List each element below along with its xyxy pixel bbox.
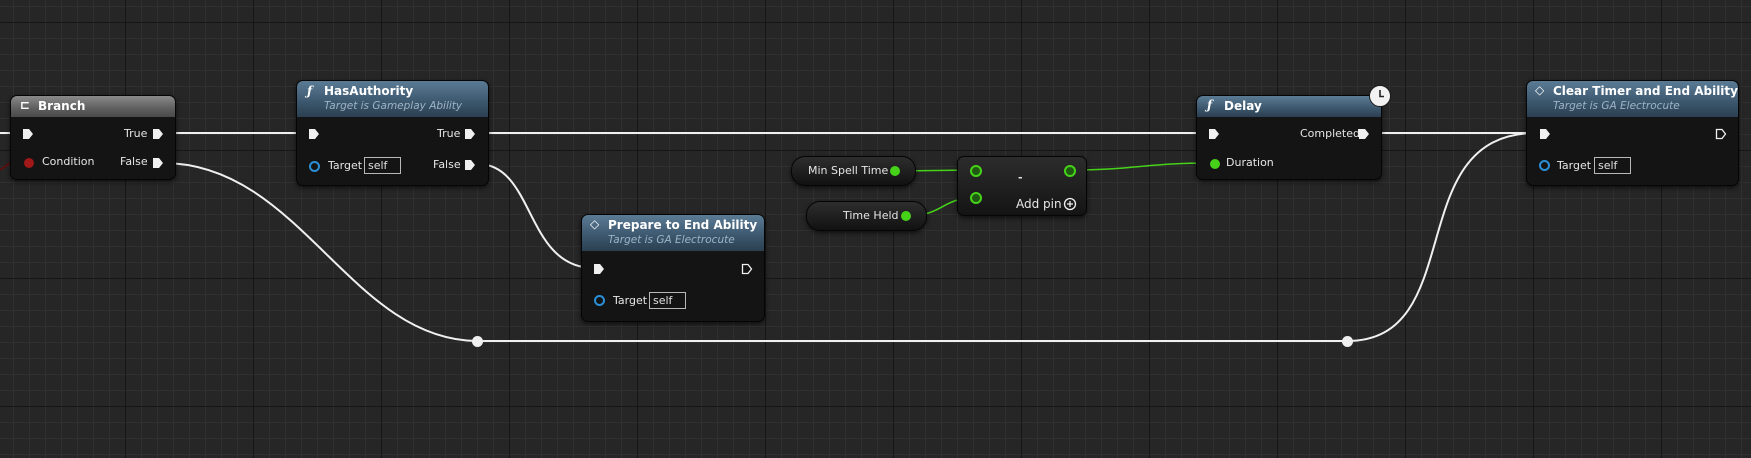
exec-true-pin[interactable] <box>464 128 476 140</box>
target-value-field[interactable]: self <box>364 157 401 174</box>
float-wire-to-duration <box>1067 162 1214 171</box>
has-authority-target-label: Target <box>328 159 363 172</box>
prepare-end-title: Prepare to End Ability <box>608 218 758 232</box>
branch-title: Branch <box>38 99 86 113</box>
min-spell-time-label: Min Spell Time <box>808 164 889 177</box>
prepare-end-subtitle: Target is GA Electrocute <box>608 234 735 246</box>
branch-true-label: True <box>124 127 148 140</box>
branch-condition-label: Condition <box>42 155 95 168</box>
exec-in-pin[interactable] <box>308 128 320 140</box>
min-spell-time-variable[interactable]: Min Spell Time <box>791 156 916 186</box>
float-out-pin[interactable] <box>1064 165 1076 177</box>
clear-timer-end-ability-node[interactable]: ◇ Clear Timer and End Ability Target is … <box>1526 80 1739 186</box>
delay-header: ƒ Delay <box>1197 96 1381 117</box>
branch-header: ⊏ Branch <box>11 96 175 117</box>
exec-in-pin[interactable] <box>593 263 605 275</box>
float-out-pin[interactable] <box>901 211 911 221</box>
prepare-end-ability-node[interactable]: ◇ Prepare to End Ability Target is GA El… <box>581 214 765 322</box>
clear-timer-target-label: Target <box>1557 159 1592 172</box>
reroute-node-left[interactable] <box>472 336 483 347</box>
function-icon: ƒ <box>1207 98 1213 112</box>
exec-false-pin[interactable] <box>152 157 164 169</box>
target-pin[interactable] <box>1539 160 1550 171</box>
plus-circle-icon[interactable] <box>1063 197 1077 211</box>
time-held-variable[interactable]: Time Held <box>806 201 927 231</box>
clear-timer-header: ◇ Clear Timer and End Ability Target is … <box>1527 81 1738 117</box>
clear-timer-title: Clear Timer and End Ability <box>1553 84 1738 98</box>
duration-pin[interactable] <box>1210 159 1220 169</box>
exec-completed-pin[interactable] <box>1358 128 1370 140</box>
exec-out-pin[interactable] <box>1715 128 1727 140</box>
clock-icon <box>1369 85 1391 107</box>
target-pin[interactable] <box>309 161 320 172</box>
exec-true-pin[interactable] <box>152 128 164 140</box>
target-value-field[interactable]: self <box>1594 157 1631 174</box>
branch-icon: ⊏ <box>20 98 31 112</box>
exec-in-pin[interactable] <box>1208 128 1220 140</box>
exec-false-pin[interactable] <box>464 159 476 171</box>
reroute-node-right[interactable] <box>1342 336 1353 347</box>
has-authority-subtitle: Target is Gameplay Ability <box>324 100 463 112</box>
exec-out-pin[interactable] <box>741 263 753 275</box>
exec-in-pin[interactable] <box>22 128 34 140</box>
event-diamond-icon: ◇ <box>590 217 600 231</box>
has-authority-title: HasAuthority <box>324 84 414 98</box>
delay-completed-label: Completed <box>1300 127 1360 140</box>
has-authority-false-label: False <box>433 158 461 171</box>
has-authority-node[interactable]: ƒ HasAuthority Target is Gameplay Abilit… <box>296 80 489 186</box>
delay-node[interactable]: ƒ Delay Completed Duration <box>1196 95 1382 180</box>
float-in-pin-b[interactable] <box>970 192 982 204</box>
has-authority-true-label: True <box>437 127 461 140</box>
float-in-pin-a[interactable] <box>970 165 982 177</box>
exec-in-pin[interactable] <box>1539 128 1551 140</box>
condition-pin[interactable] <box>24 158 34 168</box>
exec-wire-hasauthority-false <box>477 163 595 269</box>
function-icon: ƒ <box>307 84 313 98</box>
target-pin[interactable] <box>594 295 605 306</box>
prepare-end-target-label: Target <box>613 294 648 307</box>
float-out-pin[interactable] <box>890 166 900 176</box>
add-pin-label[interactable]: Add pin <box>1016 197 1062 211</box>
subtract-symbol: - <box>1018 171 1023 184</box>
target-value-field[interactable]: self <box>649 292 686 309</box>
branch-false-label: False <box>120 155 148 168</box>
prepare-end-header: ◇ Prepare to End Ability Target is GA El… <box>582 215 764 251</box>
delay-duration-label: Duration <box>1226 156 1274 169</box>
delay-title: Delay <box>1224 99 1262 113</box>
clear-timer-subtitle: Target is GA Electrocute <box>1553 100 1680 112</box>
subtract-node[interactable]: - Add pin <box>957 156 1087 216</box>
branch-node[interactable]: ⊏ Branch True Condition False <box>10 95 176 180</box>
has-authority-header: ƒ HasAuthority Target is Gameplay Abilit… <box>297 81 488 117</box>
bool-wire-condition <box>0 162 11 171</box>
time-held-label: Time Held <box>843 209 899 222</box>
event-diamond-icon: ◇ <box>1535 83 1545 97</box>
